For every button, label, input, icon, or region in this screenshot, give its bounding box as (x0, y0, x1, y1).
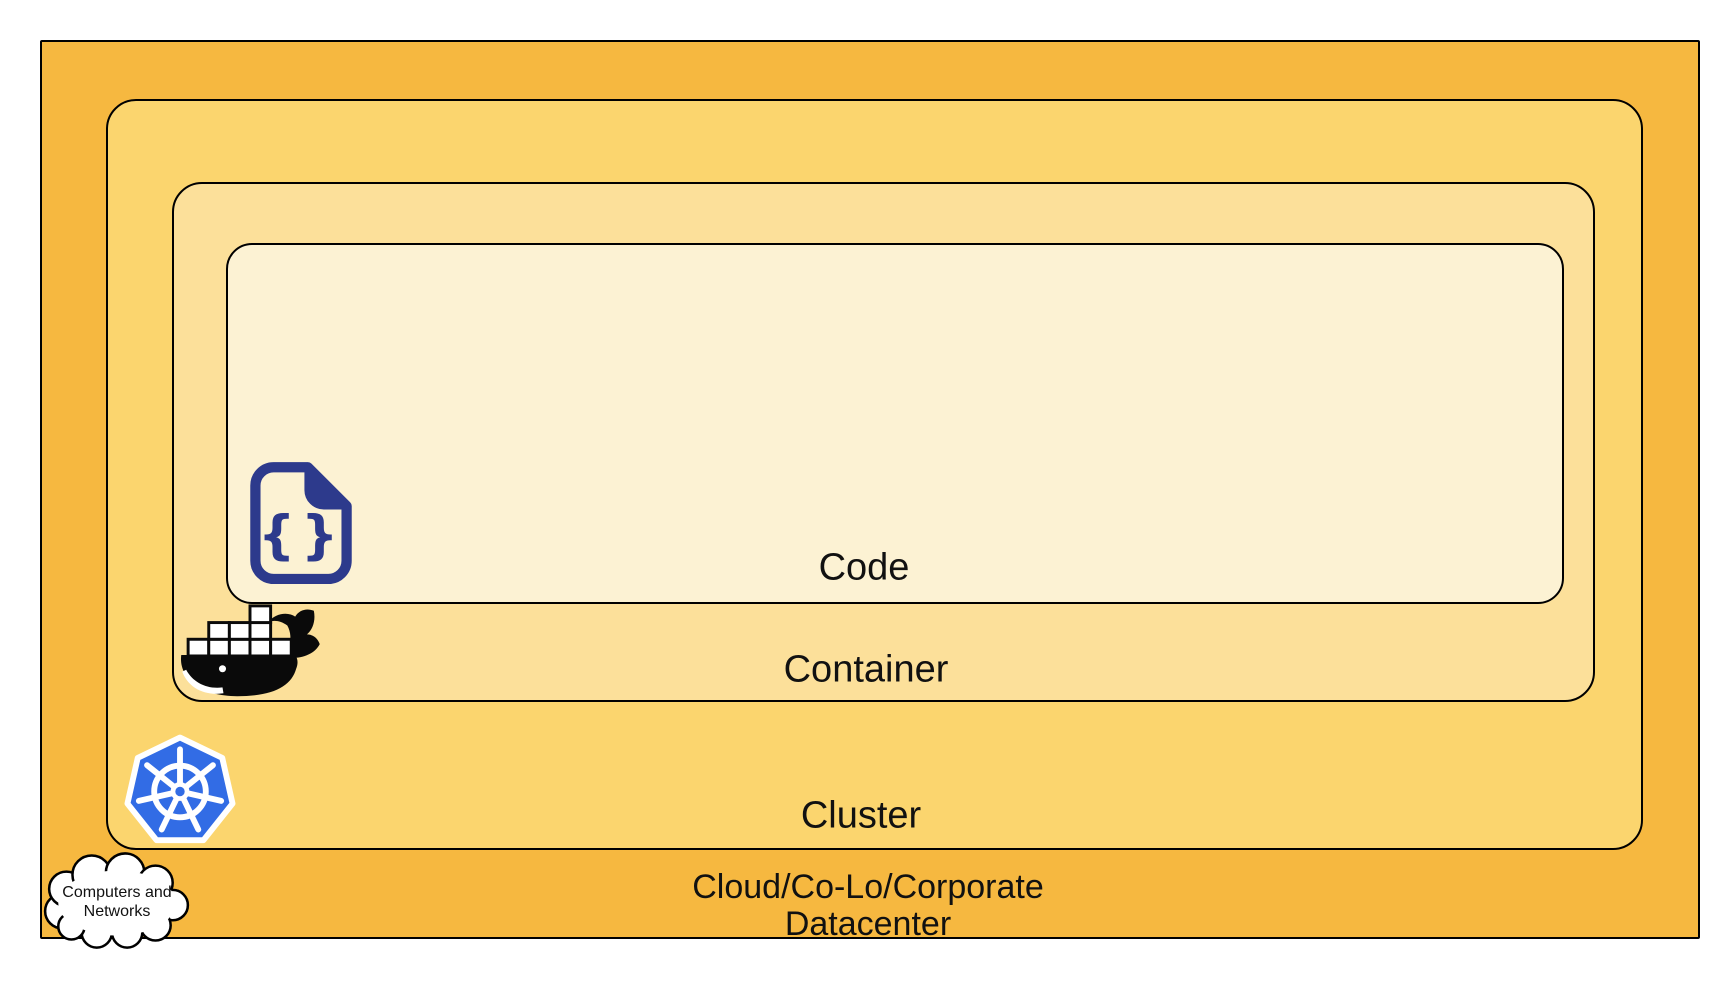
cloud-callout-line1: Computers and (62, 884, 172, 901)
kubernetes-helm-icon (124, 734, 236, 844)
datacenter-label-line2: Datacenter (784, 905, 952, 943)
cluster-layer-label: Cluster (800, 794, 922, 837)
cloud-callout-label: Computers and Networks (62, 883, 171, 921)
container-layer-label: Container (783, 648, 949, 691)
code-layer-label: Code (818, 546, 910, 589)
docker-whale-icon (180, 604, 320, 697)
cloud-icon (43, 852, 190, 949)
cloud-callout-line2: Networks (83, 903, 151, 920)
code-file-icon: {} (250, 462, 352, 584)
datacenter-layer-label: Cloud/Co-Lo/Corporate Datacenter (692, 869, 1044, 943)
code-layer-box (226, 243, 1564, 604)
datacenter-label-line1: Cloud/Co-Lo/Corporate (692, 868, 1044, 906)
code-braces-glyph: {} (258, 505, 344, 566)
